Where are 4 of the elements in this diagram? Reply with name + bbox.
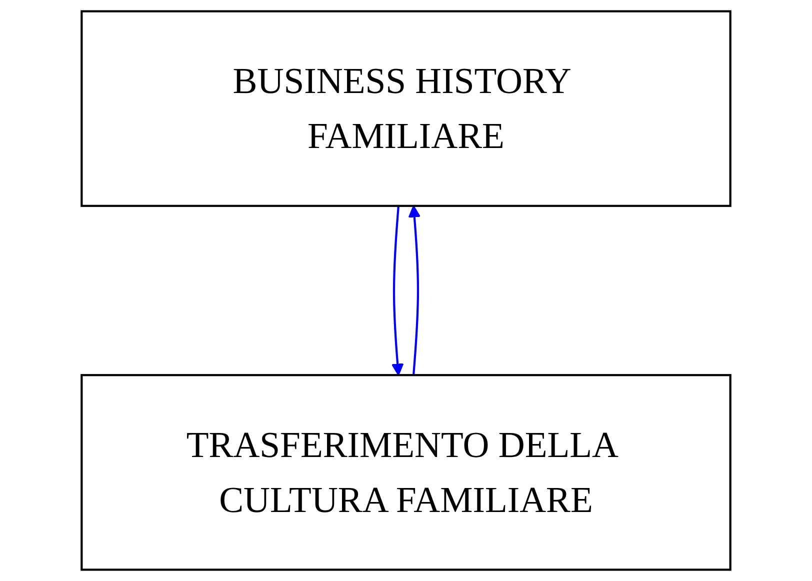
node-box: TRASFERIMENTO DELLA CULTURA FAMILIARE <box>80 374 732 571</box>
arrow <box>391 206 404 376</box>
node-box: BUSINESS HISTORY FAMILIARE <box>80 10 732 207</box>
arrow <box>408 205 421 376</box>
